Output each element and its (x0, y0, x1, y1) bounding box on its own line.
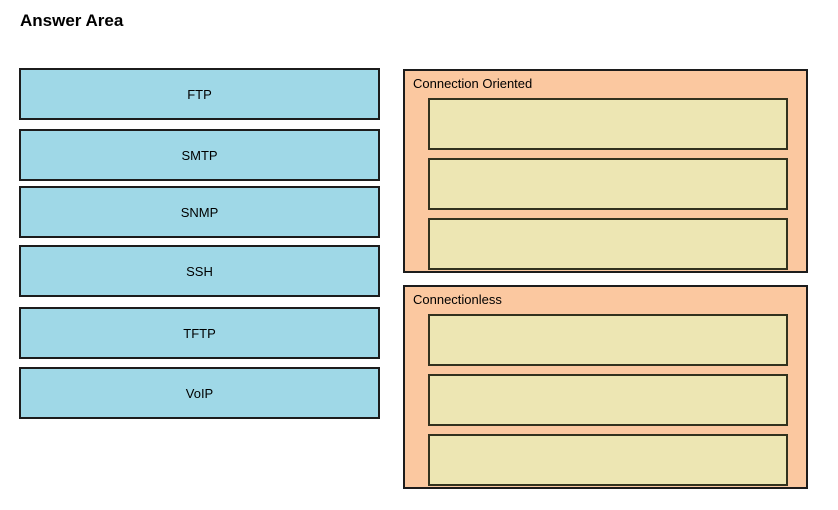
drag-item-tftp[interactable]: TFTP (19, 307, 380, 359)
drag-item-label: SNMP (180, 204, 219, 220)
drop-slot[interactable] (428, 158, 788, 210)
drop-group-title: Connection Oriented (413, 76, 533, 91)
drag-item-label: FTP (187, 86, 212, 102)
drop-group-title: Connectionless (413, 292, 502, 307)
drag-item-label: TFTP (183, 325, 216, 341)
drop-group-connection-oriented: Connection Oriented (403, 69, 808, 273)
drag-item-label: VoIP (185, 385, 214, 401)
drop-slot[interactable] (428, 218, 788, 270)
drag-item-ssh[interactable]: SSH (19, 245, 380, 297)
drag-item-snmp[interactable]: SNMP (19, 186, 380, 238)
drag-item-label: SSH (186, 263, 213, 279)
drop-group-connectionless: Connectionless (403, 285, 808, 489)
drag-item-smtp[interactable]: SMTP (19, 129, 380, 181)
drop-slot[interactable] (428, 434, 788, 486)
drag-item-ftp[interactable]: FTP (19, 68, 380, 120)
drag-item-label: SMTP (181, 147, 218, 163)
drop-slot[interactable] (428, 98, 788, 150)
page-title: Answer Area (20, 11, 124, 30)
drag-item-voip[interactable]: VoIP (19, 367, 380, 419)
drop-slot[interactable] (428, 314, 788, 366)
drop-slot[interactable] (428, 374, 788, 426)
